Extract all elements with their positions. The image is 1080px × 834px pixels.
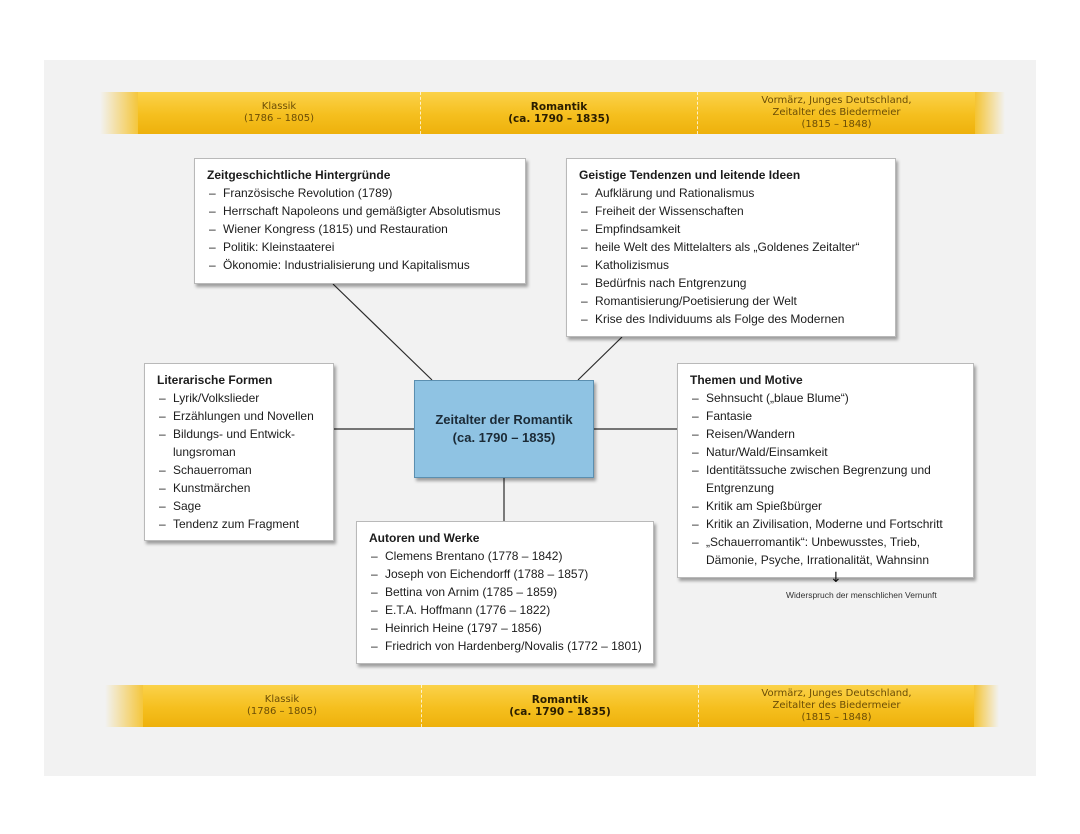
timeline-top-fade-left <box>100 92 140 134</box>
box-zeitgeschichtliche-hintergruende: Zeitgeschichtliche Hintergründe Französi… <box>194 158 526 284</box>
item-list: Clemens Brentano (1778 – 1842) Joseph vo… <box>369 547 643 655</box>
list-item: Lyrik/Volkslieder <box>157 389 323 407</box>
center-years: (ca. 1790 – 1835) <box>452 430 556 445</box>
list-item: Reisen/Wandern <box>690 425 963 443</box>
box-title: Zeitgeschichtliche Hintergründe <box>207 168 391 182</box>
list-item: Politik: Kleinstaaterei <box>207 238 515 256</box>
list-item: Bettina von Arnim (1785 – 1859) <box>369 583 643 601</box>
list-item: Sehnsucht („blaue Blume“) <box>690 389 963 407</box>
timeline-segment-romantik: Romantik (ca. 1790 – 1835) <box>422 685 699 727</box>
list-item: Kunstmärchen <box>157 479 323 497</box>
list-item: Tendenz zum Fragment <box>157 515 323 533</box>
list-item: Bildungs- und Entwick-lungsroman <box>157 425 323 461</box>
list-item: Sage <box>157 497 323 515</box>
list-item: Friedrich von Hardenberg/Novalis (1772 –… <box>369 637 643 655</box>
box-themen-und-motive: Themen und Motive Sehnsucht („blaue Blum… <box>677 363 974 578</box>
box-autoren-und-werke: Autoren und Werke Clemens Brentano (1778… <box>356 521 654 664</box>
list-item: Heinrich Heine (1797 – 1856) <box>369 619 643 637</box>
list-item: Identitätssuche zwischen Begrenzung und … <box>690 461 963 497</box>
timeline-segment-vormaerz: Vormärz, Junges Deutschland, Zeitalter d… <box>761 95 912 130</box>
box-literarische-formen: Literarische Formen Lyrik/Volkslieder Er… <box>144 363 334 541</box>
list-item: „Schauerromantik“: Unbewusstes, Trieb, D… <box>690 533 963 569</box>
item-list: Französische Revolution (1789) Herrschaf… <box>207 184 515 274</box>
annotation-note: Widerspruch der menschlichen Vernunft <box>786 590 937 600</box>
item-list: Aufklärung und Rationalismus Freiheit de… <box>579 184 885 328</box>
timeline-segment-romantik: Romantik (ca. 1790 – 1835) <box>421 92 698 134</box>
list-item: Freiheit der Wissenschaften <box>579 202 885 220</box>
connector-tendenzen <box>577 336 623 381</box>
list-item: Clemens Brentano (1778 – 1842) <box>369 547 643 565</box>
list-item: Natur/Wald/Einsamkeit <box>690 443 963 461</box>
timeline-top-fade-right <box>975 92 1005 134</box>
list-item: Bedürfnis nach Entgrenzung <box>579 274 885 292</box>
list-item: Kritik am Spießbürger <box>690 497 963 515</box>
list-item: Französische Revolution (1789) <box>207 184 515 202</box>
list-item: Joseph von Eichendorff (1788 – 1857) <box>369 565 643 583</box>
list-item: Krise des Individuums als Folge des Mode… <box>579 310 885 328</box>
list-item: Fantasie <box>690 407 963 425</box>
list-item: E.T.A. Hoffmann (1776 – 1822) <box>369 601 643 619</box>
item-list: Lyrik/Volkslieder Erzählungen und Novell… <box>157 389 323 533</box>
list-item: heile Welt des Mittelalters als „Goldene… <box>579 238 885 256</box>
timeline-bottom-fade-left <box>105 685 145 727</box>
box-title: Autoren und Werke <box>369 531 480 545</box>
connector-hintergruende <box>332 283 433 381</box>
list-item: Herrschaft Napoleons und gemäßigter Abso… <box>207 202 515 220</box>
arrow-down-icon: ↓ <box>830 570 842 586</box>
timeline-segment-vormaerz: Vormärz, Junges Deutschland, Zeitalter d… <box>761 688 912 723</box>
item-list: Sehnsucht („blaue Blume“) Fantasie Reise… <box>690 389 963 569</box>
box-title: Literarische Formen <box>157 373 273 387</box>
list-item: Kritik an Zivilisation, Moderne und Fort… <box>690 515 963 533</box>
center-title: Zeitalter der Romantik <box>435 412 573 427</box>
center-node-zeitalter-der-romantik: Zeitalter der Romantik (ca. 1790 – 1835) <box>414 380 594 478</box>
box-title: Themen und Motive <box>690 373 803 387</box>
timeline-bottom: Klassik (1786 – 1805) Romantik (ca. 1790… <box>143 685 974 727</box>
list-item: Ökonomie: Industrialisierung und Kapital… <box>207 256 515 274</box>
box-geistige-tendenzen: Geistige Tendenzen und leitende Ideen Au… <box>566 158 896 337</box>
list-item: Erzählungen und Novellen <box>157 407 323 425</box>
timeline-segment-klassik: Klassik (1786 – 1805) <box>138 92 421 134</box>
list-item: Empfindsamkeit <box>579 220 885 238</box>
timeline-bottom-fade-right <box>974 685 999 727</box>
timeline-top: Klassik (1786 – 1805) Romantik (ca. 1790… <box>138 92 975 134</box>
timeline-segment-klassik: Klassik (1786 – 1805) <box>143 685 422 727</box>
list-item: Aufklärung und Rationalismus <box>579 184 885 202</box>
list-item: Schauerroman <box>157 461 323 479</box>
list-item: Katholizismus <box>579 256 885 274</box>
box-title: Geistige Tendenzen und leitende Ideen <box>579 168 801 182</box>
list-item: Romantisierung/Poetisierung der Welt <box>579 292 885 310</box>
list-item: Wiener Kongress (1815) und Restauration <box>207 220 515 238</box>
